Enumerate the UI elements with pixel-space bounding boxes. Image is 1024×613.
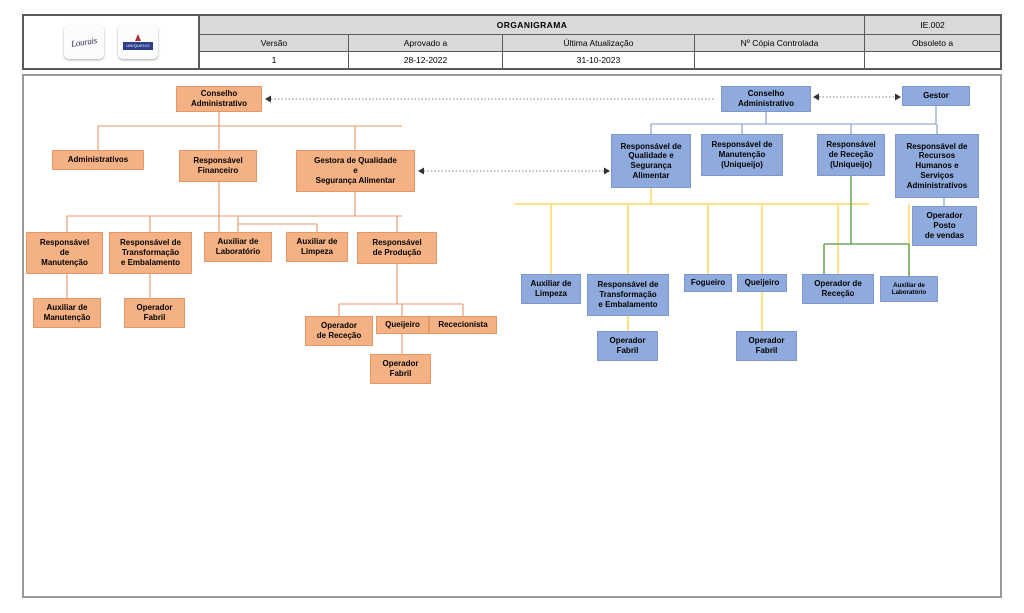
org-node-r-queijeiro[interactable]: Queijeiro	[737, 274, 787, 292]
document-title: ORGANIGRAMA	[200, 16, 865, 35]
org-node-r-op-posto[interactable]: Operador Posto de vendas	[912, 206, 977, 246]
org-node-r-gestor[interactable]: Gestor	[902, 86, 970, 106]
org-node-l-queijeiro[interactable]: Queijeiro	[376, 316, 429, 334]
value-versao: 1	[200, 52, 349, 68]
org-node-r-op-rececao[interactable]: Operador de Receção	[802, 274, 874, 304]
value-atualizacao: 31-10-2023	[503, 52, 695, 68]
org-node-l-conselho[interactable]: Conselho Administrativo	[176, 86, 262, 112]
lourais-script-logo: Lourais	[64, 25, 104, 59]
org-node-r-conselho[interactable]: Conselho Administrativo	[721, 86, 811, 112]
org-node-l-administrativos[interactable]: Administrativos	[52, 150, 144, 170]
org-node-l-manutencao[interactable]: Responsável de Manutenção	[26, 232, 103, 274]
org-node-l-qualidade[interactable]: Gestora de Qualidade e Segurança Aliment…	[296, 150, 415, 192]
column-header-copia: Nº Cópia Controlada	[695, 35, 865, 52]
value-obsoleto	[865, 52, 1000, 68]
org-node-r-rececao[interactable]: Responsável de Receção (Uniqueijo)	[817, 134, 885, 176]
org-node-r-op-fabril-2[interactable]: Operador Fabril	[736, 331, 797, 361]
institution-logo: UNIQUEIJO	[118, 25, 158, 59]
org-node-l-aux-lab[interactable]: Auxiliar de Laboratório	[204, 232, 272, 262]
org-node-r-op-fabril-1[interactable]: Operador Fabril	[597, 331, 658, 361]
document-header-table: Lourais UNIQUEIJO ORGANIGRAMA IE.002 Ver…	[22, 14, 1002, 70]
org-node-l-transformacao[interactable]: Responsável de Transformação e Embalamen…	[109, 232, 192, 274]
value-copia	[695, 52, 865, 68]
institution-logo-text: UNIQUEIJO	[123, 42, 153, 50]
logo-cell: Lourais UNIQUEIJO	[24, 16, 200, 68]
org-node-r-transformacao[interactable]: Responsável de Transformação e Embalamen…	[587, 274, 669, 316]
org-node-r-fogueiro[interactable]: Fogueiro	[684, 274, 732, 292]
tower-icon	[135, 34, 141, 41]
column-header-aprovado: Aprovado a	[349, 35, 503, 52]
column-header-versao: Versão	[200, 35, 349, 52]
value-aprovado: 28-12-2022	[349, 52, 503, 68]
institution-logo-mark: UNIQUEIJO	[123, 34, 153, 50]
org-node-l-op-fabril-1[interactable]: Operador Fabril	[124, 298, 185, 328]
org-node-l-rececionista[interactable]: Rececionista	[429, 316, 497, 334]
org-node-r-aux-limpeza[interactable]: Auxiliar de Limpeza	[521, 274, 581, 304]
header-row-values: 1 28-12-2022 31-10-2023	[200, 52, 1000, 68]
header-row-columns: Versão Aprovado a Última Atualização Nº …	[200, 35, 1000, 52]
header-table-cells: ORGANIGRAMA IE.002 Versão Aprovado a Últ…	[200, 16, 1000, 68]
header-row-title: ORGANIGRAMA IE.002	[200, 16, 1000, 35]
org-node-r-manutencao[interactable]: Responsável de Manutenção (Uniqueijo)	[701, 134, 783, 176]
org-node-l-aux-manut[interactable]: Auxiliar de Manutenção	[33, 298, 101, 328]
org-node-l-op-rececao[interactable]: Operador de Receção	[305, 316, 373, 346]
column-header-obsoleto: Obsoleto a	[865, 35, 1000, 52]
org-node-l-aux-limpeza[interactable]: Auxiliar de Limpeza	[286, 232, 348, 262]
lourais-logo-text: Lourais	[70, 35, 98, 49]
org-node-r-aux-lab[interactable]: Auxiliar de Laboratório	[880, 276, 938, 302]
document-code: IE.002	[865, 16, 1000, 35]
org-node-l-producao[interactable]: Responsável de Produção	[357, 232, 437, 264]
org-node-l-financeiro[interactable]: Responsável Financeiro	[179, 150, 257, 182]
column-header-atualizacao: Última Atualização	[503, 35, 695, 52]
org-node-r-qualidade[interactable]: Responsável de Qualidade e Segurança Ali…	[611, 134, 691, 188]
org-node-l-op-fabril-2[interactable]: Operador Fabril	[370, 354, 431, 384]
org-node-r-rh[interactable]: Responsável de Recursos Humanos e Serviç…	[895, 134, 979, 198]
